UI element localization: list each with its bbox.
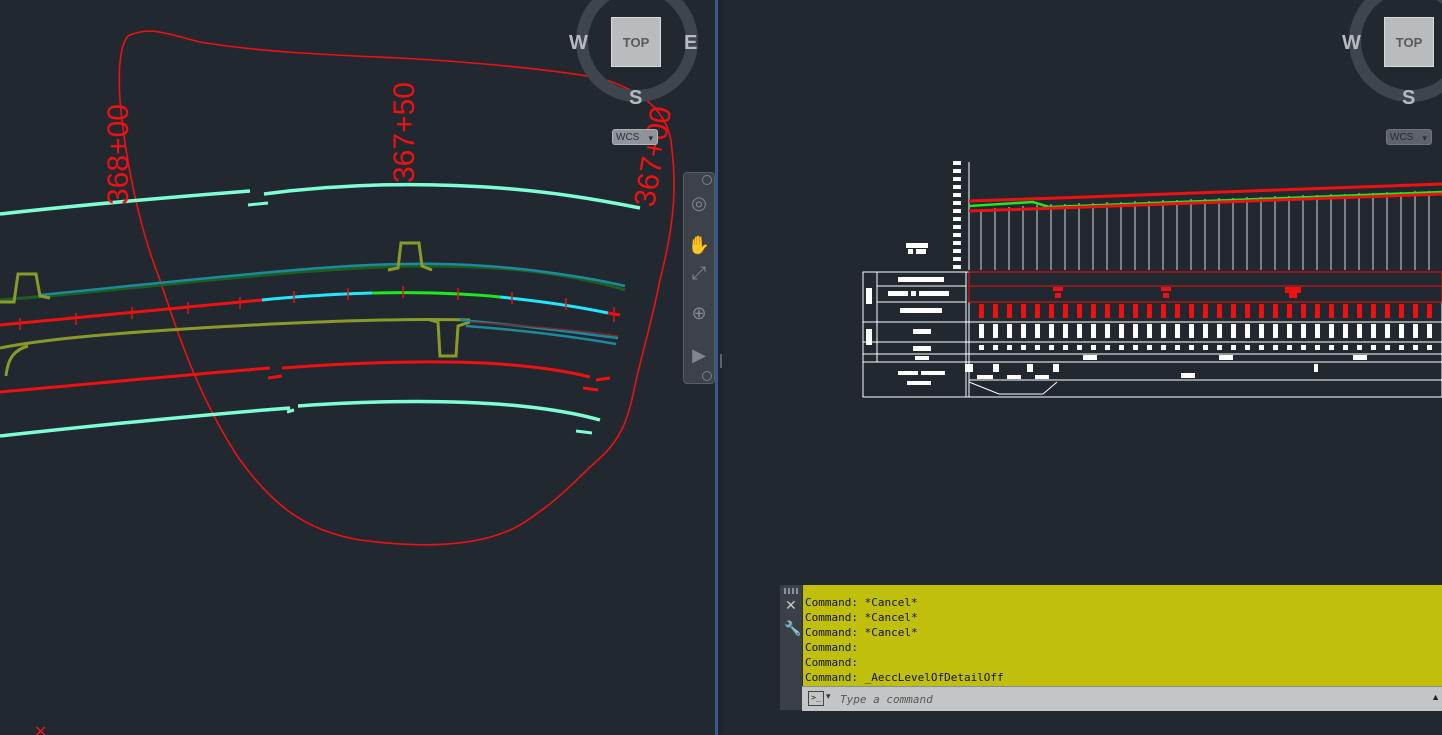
band-white-values [965,324,1432,379]
profile-line-red-bottom [968,192,1442,213]
curb-return [4,344,29,377]
close-icon[interactable]: ✕ [785,597,797,613]
band-bracket [968,381,1058,395]
command-prompt-icon[interactable]: >_ [808,691,824,706]
command-line[interactable]: >_ ▾ ▲ [802,686,1442,711]
compass-west-label-right[interactable]: W [1342,32,1361,54]
command-input[interactable] [838,689,1422,709]
alignment-centerline-green [371,291,501,299]
right-of-way-lower [0,366,271,394]
ucs-icon: ✕ [34,724,48,735]
curb-symbol-2 [387,241,433,272]
curb-symbol-3 [429,318,471,358]
profile-vertical-scale [906,161,961,269]
command-window[interactable]: ✕ 🔧 Command: *Cancel* Command: *Cancel* … [780,585,1442,711]
command-history: Command: *Cancel* Command: *Cancel* Comm… [805,595,1435,685]
history-line: Command: *Cancel* [805,626,918,639]
history-line: Command: _AeccLevelOfDetailOff [805,671,1004,684]
compass-east-label[interactable]: E [684,32,698,54]
model-viewport-left[interactable]: 368+00 367+50 367+00 TOP W E S WCS ◎ ✋ ⤢… [0,0,715,735]
viewcube-top-face[interactable]: TOP [611,17,661,67]
station-ticks [19,286,615,330]
band-labels [866,277,949,385]
station-label-368-00: 368+00 [102,104,135,205]
edge-of-pavement-top [0,189,251,216]
orbit-icon[interactable]: ⊕ [691,303,707,323]
viewport-splitter[interactable] [715,0,723,735]
splitter-grip-icon[interactable] [720,354,722,368]
customize-wrench-icon[interactable]: 🔧 [784,620,802,636]
curb-line-teal-1 [39,262,626,297]
alignment-centerline-cyan [261,291,373,302]
viewcube-top-face-right[interactable]: TOP [1384,17,1434,67]
profile-view-drawing[interactable] [723,0,1442,735]
navigation-bar[interactable]: ◎ ✋ ⤢ ⊕ ▶ [683,172,715,384]
steering-wheel-icon[interactable]: ◎ [691,193,707,213]
teal-lower [459,318,619,340]
compass-south-label[interactable]: S [629,87,643,109]
chevron-down-icon[interactable]: ▾ [826,691,831,701]
curb-line-olive-2 [0,317,471,350]
compass-west-label[interactable]: W [569,32,588,54]
command-window-sidebar: ✕ 🔧 [780,585,803,710]
history-line: Command: [805,641,858,654]
chevron-up-icon[interactable]: ▲ [1431,692,1440,702]
compass-south-label-right[interactable]: S [1402,87,1416,109]
wcs-menu-right[interactable]: WCS [1386,129,1432,146]
history-line: Command: *Cancel* [805,596,918,609]
navbar-close-icon[interactable] [702,175,712,185]
pan-hand-icon[interactable]: ✋ [687,235,711,255]
alignment-centerline-cyan-2 [499,295,609,315]
profile-station-gridlines [980,191,1430,270]
edge-of-pavement-bottom [0,406,291,438]
alignment-centerline [0,298,263,327]
showmotion-icon[interactable]: ▶ [692,345,706,365]
history-line: Command: [805,656,858,669]
data-band-table [862,271,1442,398]
viewcube-right[interactable]: TOP W S [1333,0,1442,130]
navbar-settings-icon[interactable] [702,371,712,381]
viewcube-left[interactable]: TOP W E S [560,0,710,130]
command-window-grip-icon[interactable] [784,588,798,594]
edge-of-pavement-top-2 [263,182,641,210]
plan-view-drawing[interactable]: 368+00 367+50 367+00 [0,0,715,735]
zoom-extents-icon[interactable]: ⤢ [691,263,707,283]
station-label-367-50: 367+50 [388,82,421,183]
profile-line-red-top [968,182,1442,203]
curb-symbol-1 [0,272,51,304]
history-line: Command: *Cancel* [805,611,918,624]
band-red-values [979,287,1432,318]
wcs-menu-left[interactable]: WCS [612,129,658,146]
active-viewport-border [715,0,718,735]
